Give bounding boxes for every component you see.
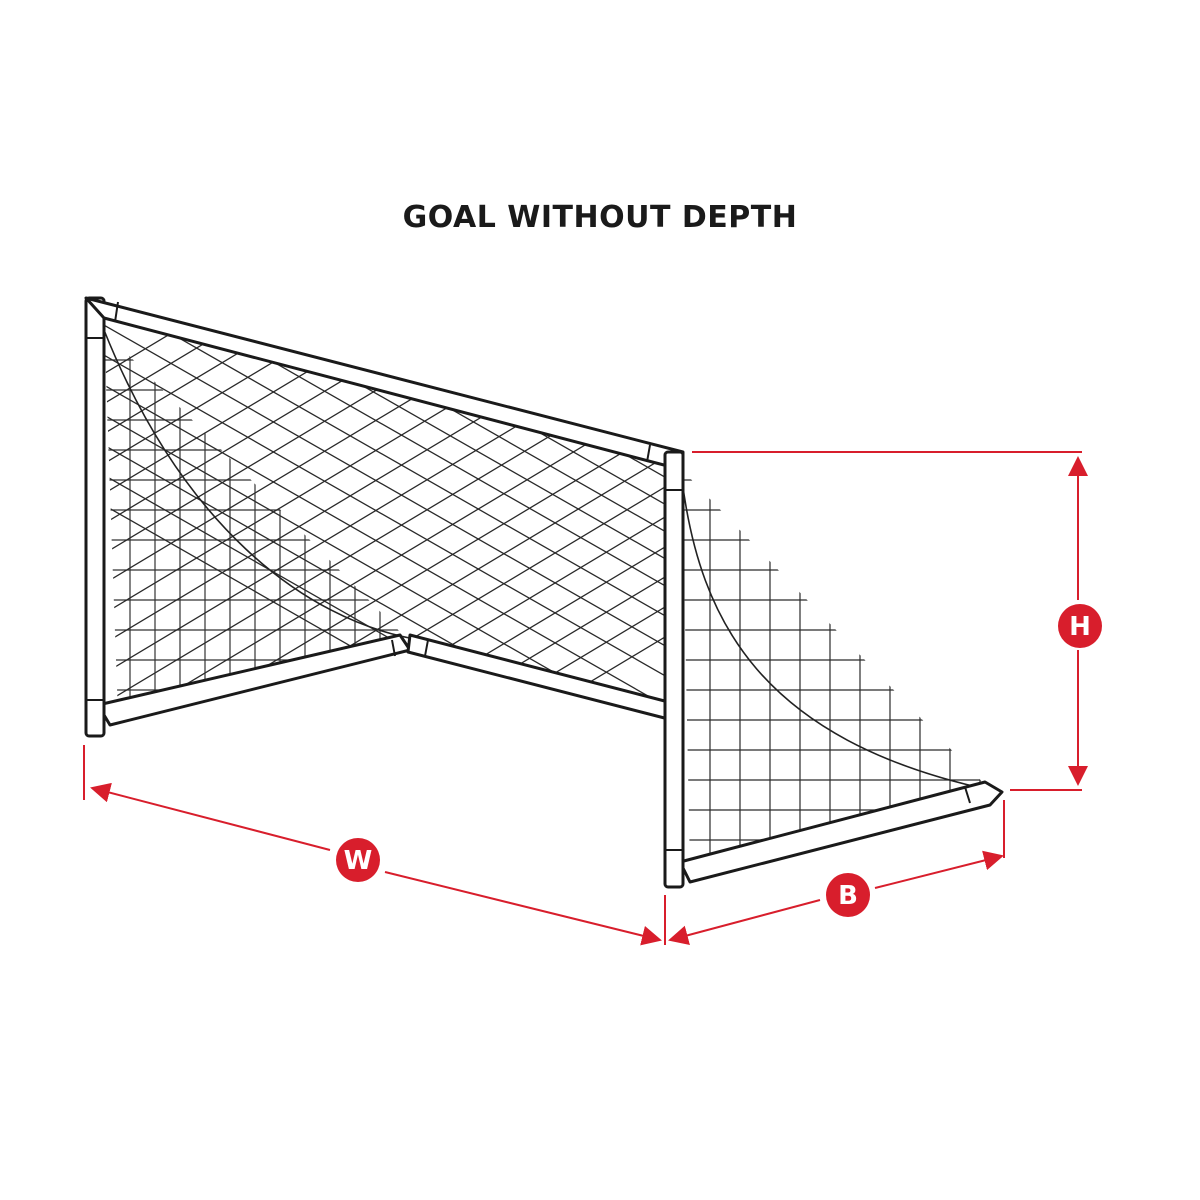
back-net <box>104 330 408 715</box>
diagram-title: GOAL WITHOUT DEPTH <box>402 200 798 235</box>
svg-text:B: B <box>838 881 858 911</box>
svg-text:W: W <box>344 846 373 876</box>
dimension-label-base: B <box>826 873 870 917</box>
svg-text:H: H <box>1069 612 1091 642</box>
goal-frame <box>84 296 1004 889</box>
main-net <box>104 318 665 715</box>
dimension-lines <box>83 451 1088 946</box>
dimension-label-width: W <box>336 838 380 882</box>
dimension-label-height: H <box>1058 604 1102 648</box>
